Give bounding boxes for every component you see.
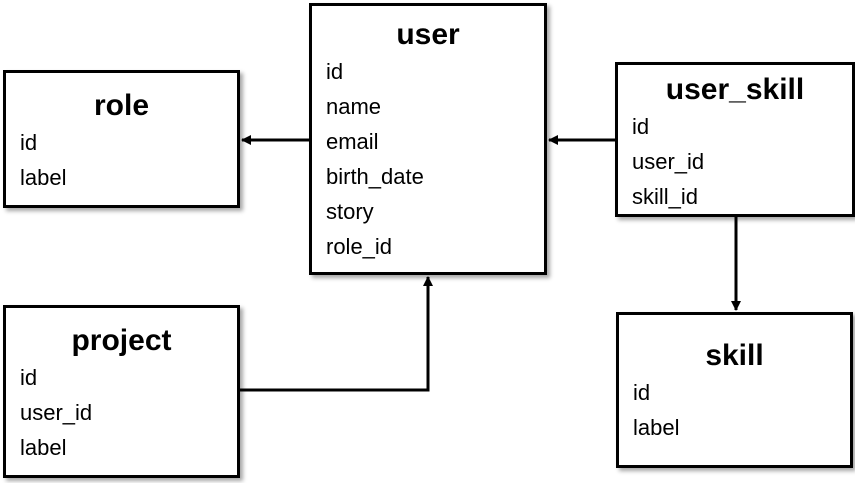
field-id: id [326, 59, 344, 84]
field-label: label [20, 435, 67, 460]
field-list: id label [619, 375, 850, 445]
entity-title: role [93, 89, 150, 122]
field-user-id: user_id [20, 400, 93, 425]
field-email: email [326, 129, 379, 154]
field-list: id label [6, 125, 237, 195]
field-id: id [20, 365, 38, 390]
entity-title: user_skill [665, 73, 805, 106]
entity-user: user id name email birth_date story role… [309, 3, 547, 275]
field-name: name [326, 94, 382, 119]
field-id: id [20, 130, 38, 155]
field-id: id [632, 114, 650, 139]
entity-title: user [396, 18, 460, 51]
field-list: id name email birth_date story role_id [312, 54, 544, 264]
field-list: id user_id label [6, 360, 237, 465]
entity-title: skill [705, 339, 764, 372]
field-id: id [633, 380, 651, 405]
field-birth-date: birth_date [326, 164, 424, 189]
entity-title: project [71, 324, 172, 357]
field-role-id: role_id [326, 234, 393, 259]
entity-role: role id label [3, 70, 240, 208]
field-skill-id: skill_id [632, 184, 699, 209]
field-label: label [20, 165, 67, 190]
field-user-id: user_id [632, 149, 705, 174]
field-list: id user_id skill_id [618, 109, 852, 214]
field-label: label [633, 415, 680, 440]
field-story: story [326, 199, 374, 224]
arrow-project-to-user [240, 276, 433, 392]
entity-skill: skill id label [616, 312, 853, 468]
entity-user-skill: user_skill id user_id skill_id [615, 62, 855, 217]
entity-project: project id user_id label [3, 305, 240, 478]
